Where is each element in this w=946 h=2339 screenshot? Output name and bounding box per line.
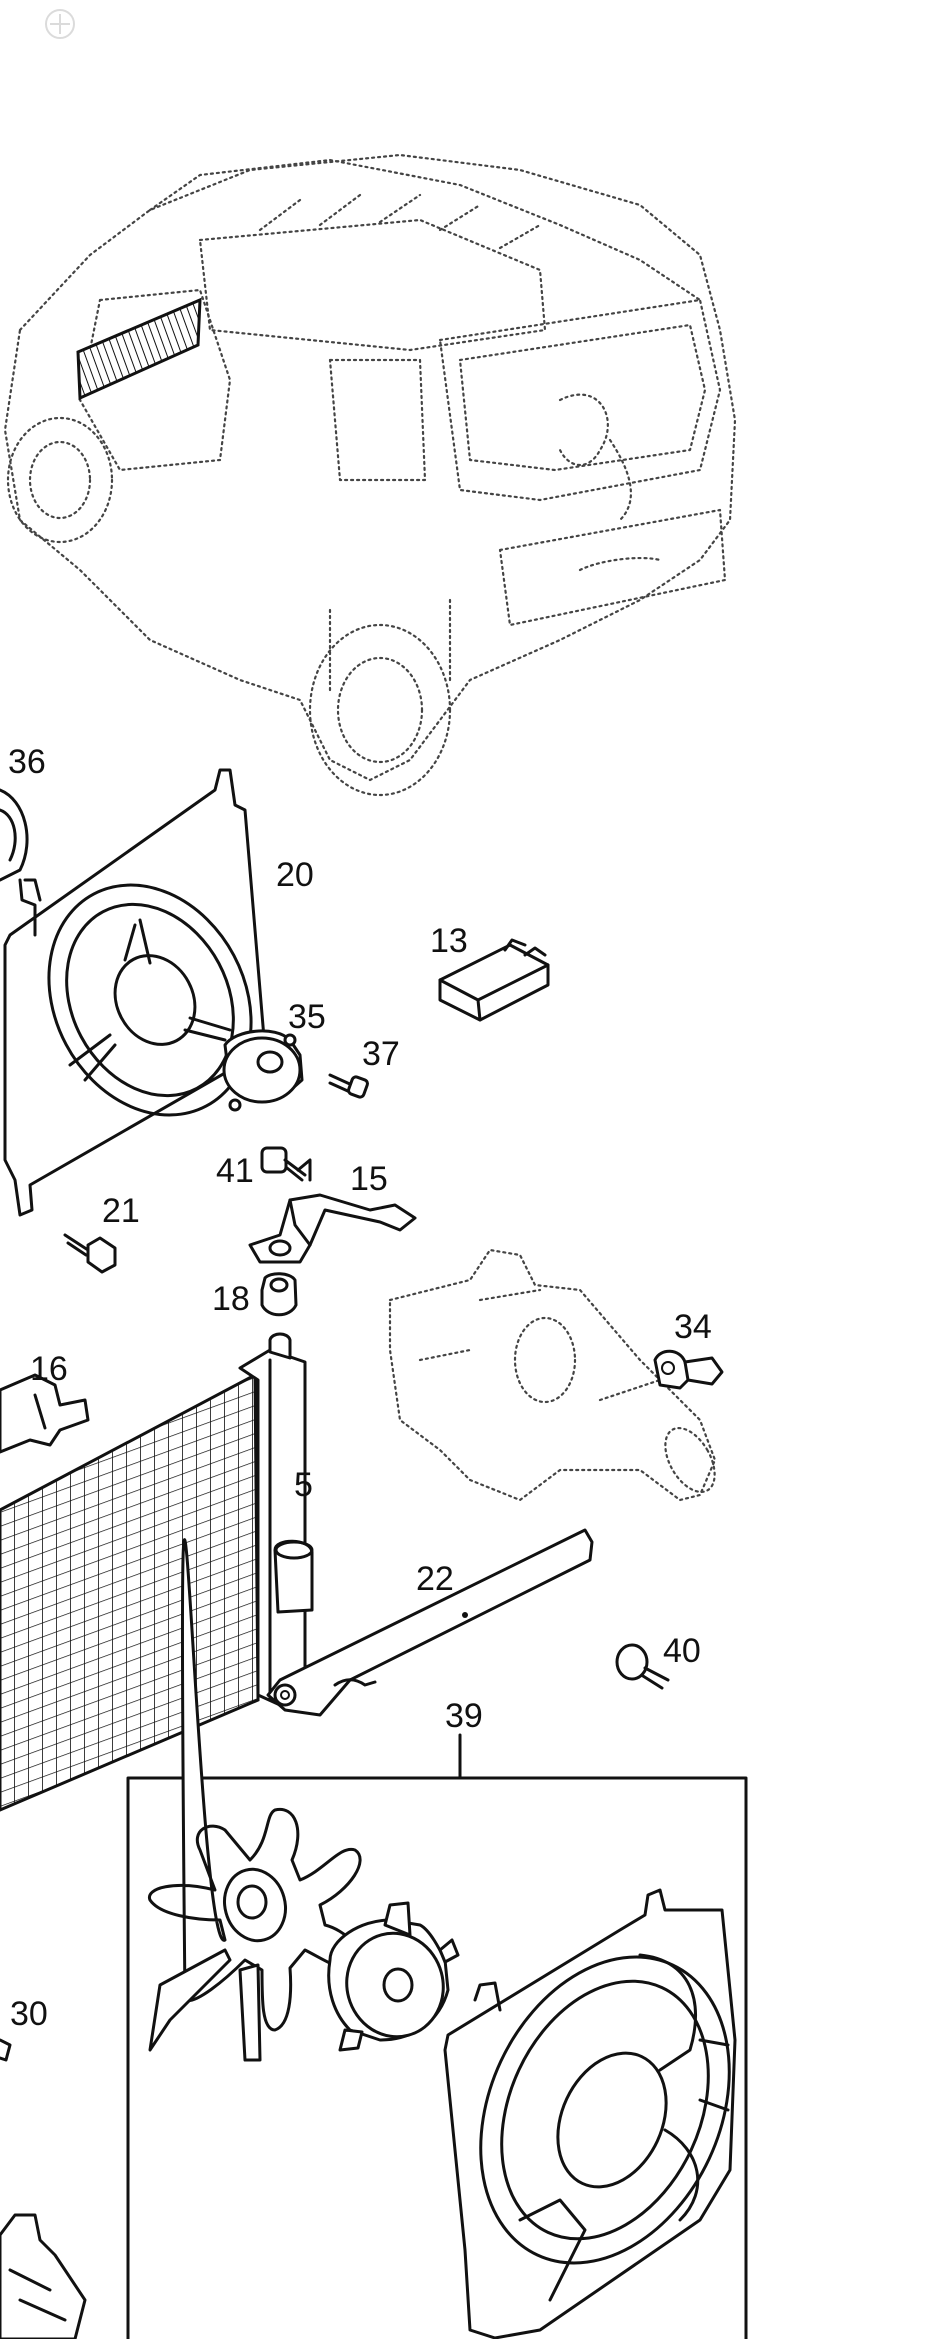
callout-37: 37 <box>362 1035 400 1073</box>
condenser-in-vehicle <box>76 297 202 401</box>
callout-41: 41 <box>216 1152 254 1190</box>
bolt-40 <box>615 1643 670 1690</box>
temp-sensor-34 <box>653 1349 724 1390</box>
bolt-37 <box>328 1073 369 1099</box>
callout-30: 30 <box>10 1995 48 2033</box>
assembly-fan-shroud <box>443 1888 737 2339</box>
callout-20: 20 <box>276 856 314 894</box>
lower-left-partial-assembly <box>0 2213 87 2339</box>
relay-13 <box>438 938 550 1022</box>
bolt-21 <box>63 1233 117 1274</box>
callout-35: 35 <box>288 998 326 1036</box>
bracket-15 <box>248 1193 417 1264</box>
callout-36: 36 <box>8 743 46 781</box>
callout-22: 22 <box>416 1560 454 1598</box>
fan-assembly-box-39 <box>126 1538 748 2339</box>
callout-labels: 36 20 13 35 37 41 15 21 18 34 16 5 22 40… <box>8 743 712 2033</box>
callout-34: 34 <box>674 1308 712 1346</box>
part-36 <box>0 788 29 882</box>
assembly-fan-motor <box>327 1901 460 2052</box>
thermostat-housing-outline <box>388 1248 717 1502</box>
bracket-16 <box>0 1373 90 1454</box>
bolt-41 <box>260 1146 312 1182</box>
callout-21: 21 <box>102 1192 140 1230</box>
callout-15: 15 <box>350 1160 388 1198</box>
fan-shroud-20 <box>3 768 267 1217</box>
callout-18: 18 <box>212 1280 250 1318</box>
callout-39: 39 <box>445 1697 483 1735</box>
part-30 <box>0 2038 12 2062</box>
callout-13: 13 <box>430 922 468 960</box>
fan-motor-35 <box>222 1029 304 1112</box>
callout-40: 40 <box>663 1632 701 1670</box>
callout-5: 5 <box>294 1466 313 1504</box>
fan-blade <box>148 1538 363 2062</box>
support-bar-22 <box>266 1528 594 1717</box>
callout-16: 16 <box>30 1350 68 1388</box>
bushing-18 <box>260 1272 298 1317</box>
watermark-logo <box>45 9 75 39</box>
vehicle-outline <box>3 153 737 797</box>
